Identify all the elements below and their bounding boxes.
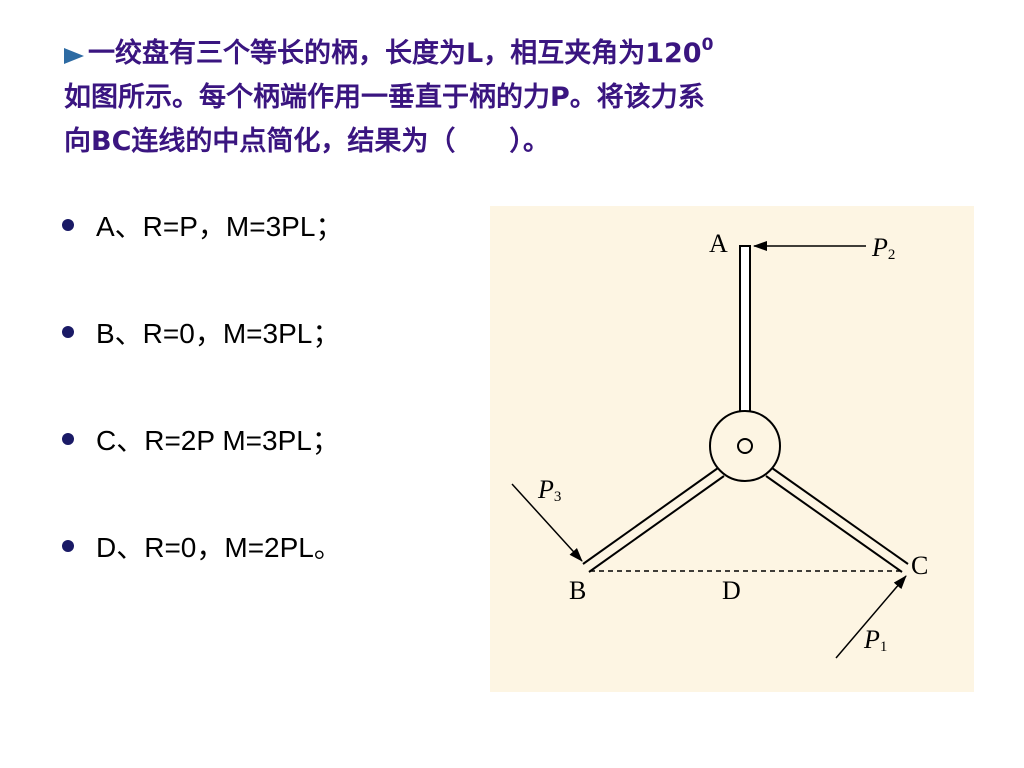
question-bc-symbol: BC	[91, 126, 132, 157]
label-b: B	[569, 576, 586, 605]
bullet-dot-icon	[62, 540, 74, 552]
option-b-label: B、R=0，M=3PL；	[96, 318, 341, 349]
handle-b	[582, 467, 725, 573]
handle-c	[765, 467, 909, 573]
question-angle-value: 120	[645, 38, 702, 69]
force-p1-arrow	[835, 575, 907, 659]
question-line2-a: 如图所示。每个柄端作用一垂直于柄的力	[64, 82, 550, 113]
question-line1-mid: ，相互夹角为	[483, 38, 646, 69]
option-b[interactable]: B、R=0，M=3PL；	[62, 305, 343, 359]
bullet-dot-icon	[62, 433, 74, 445]
question-line3-a: 向	[64, 126, 91, 157]
option-c[interactable]: C、R=2P M=3PL；	[62, 412, 343, 466]
option-d[interactable]: D、R=0，M=2PL。	[62, 519, 343, 573]
winch-diagram: A B C D P2 P3 P1	[490, 206, 974, 692]
label-p1: P1	[863, 625, 887, 655]
label-c: C	[911, 551, 928, 580]
question-line2-b: 。将该力系	[569, 82, 705, 113]
bullet-triangle-icon	[64, 48, 84, 64]
option-a[interactable]: A、R=P，M=3PL；	[62, 198, 343, 252]
question-length-symbol: L	[466, 38, 484, 69]
option-c-label: C、R=2P M=3PL；	[96, 425, 340, 456]
label-a: A	[709, 229, 728, 258]
question-force-symbol: P	[550, 82, 570, 113]
label-p3: P3	[537, 475, 561, 505]
question-angle-superscript: 0	[701, 35, 714, 55]
option-a-label: A、R=P，M=3PL；	[96, 211, 344, 242]
winch-diagram-svg: A B C D P2 P3 P1	[511, 229, 928, 659]
question-text: 一绞盘有三个等长的柄，长度为L，相互夹角为1200 如图所示。每个柄端作用一垂直…	[64, 32, 904, 164]
bullet-dot-icon	[62, 326, 74, 338]
question-line3-b: 连线的中点简化，结果为（ ）。	[131, 126, 550, 157]
hub-axle	[737, 438, 753, 454]
force-p3-arrow	[511, 483, 583, 562]
label-d: D	[722, 576, 741, 605]
label-p2: P2	[871, 233, 895, 263]
option-d-label: D、R=0，M=2PL。	[96, 532, 342, 563]
answer-options-list: A、R=P，M=3PL； B、R=0，M=3PL； C、R=2P M=3PL； …	[62, 198, 343, 626]
bullet-dot-icon	[62, 219, 74, 231]
handle-a	[739, 245, 751, 413]
question-line1-prefix: 一绞盘有三个等长的柄，长度为	[88, 38, 466, 69]
